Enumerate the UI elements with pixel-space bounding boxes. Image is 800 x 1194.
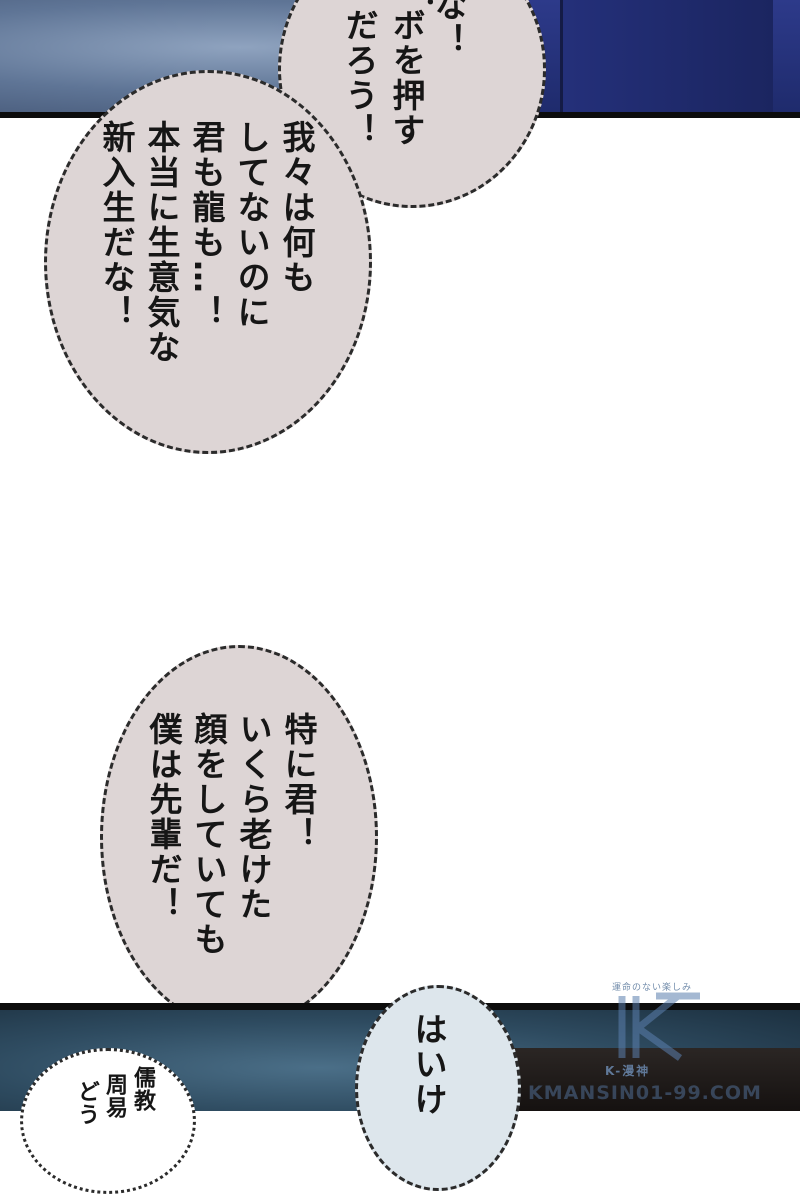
dialogue-line: だろう！ — [340, 8, 379, 148]
watermark-tagline: 運命のない楽しみ — [612, 983, 693, 993]
dialogue-line: な！ — [429, 0, 468, 58]
clothing-fold-art — [560, 0, 773, 118]
speech-bubble-middle — [100, 645, 378, 1029]
dialogue-line: 我々は何も — [277, 120, 316, 295]
character-arm-art — [510, 1048, 800, 1111]
dialogue-line: 僕は先輩だ！ — [144, 712, 183, 922]
watermark-k-logo-icon — [618, 992, 700, 1061]
dialogue-line: 君も龍も…！ — [187, 120, 226, 330]
dialogue-line: どう — [74, 1080, 99, 1126]
watermark-url: KMANSIN01-99.COM — [528, 1082, 762, 1104]
dialogue-line: 新入生だな！ — [97, 120, 136, 330]
speech-bubble-large — [44, 70, 372, 454]
dialogue-line: してないのに — [232, 120, 271, 330]
watermark-brand: K-漫神 — [605, 1064, 651, 1078]
dialogue-line: いくら老けた — [234, 712, 273, 922]
dialogue-line: 本当に生意気な — [142, 120, 181, 365]
dialogue-line: な！ — [401, 0, 440, 12]
dialogue-line: 儒教 — [130, 1066, 155, 1112]
speech-bubble-bottom-left — [20, 1048, 196, 1194]
dialogue-line: 顔をしていても — [189, 712, 228, 957]
dialogue-line: 周易 — [102, 1073, 127, 1119]
dialogue-line: はいけ — [409, 1012, 448, 1117]
dialogue-line: ボを押す — [387, 8, 426, 148]
dialogue-line: 特に君！ — [279, 712, 318, 852]
